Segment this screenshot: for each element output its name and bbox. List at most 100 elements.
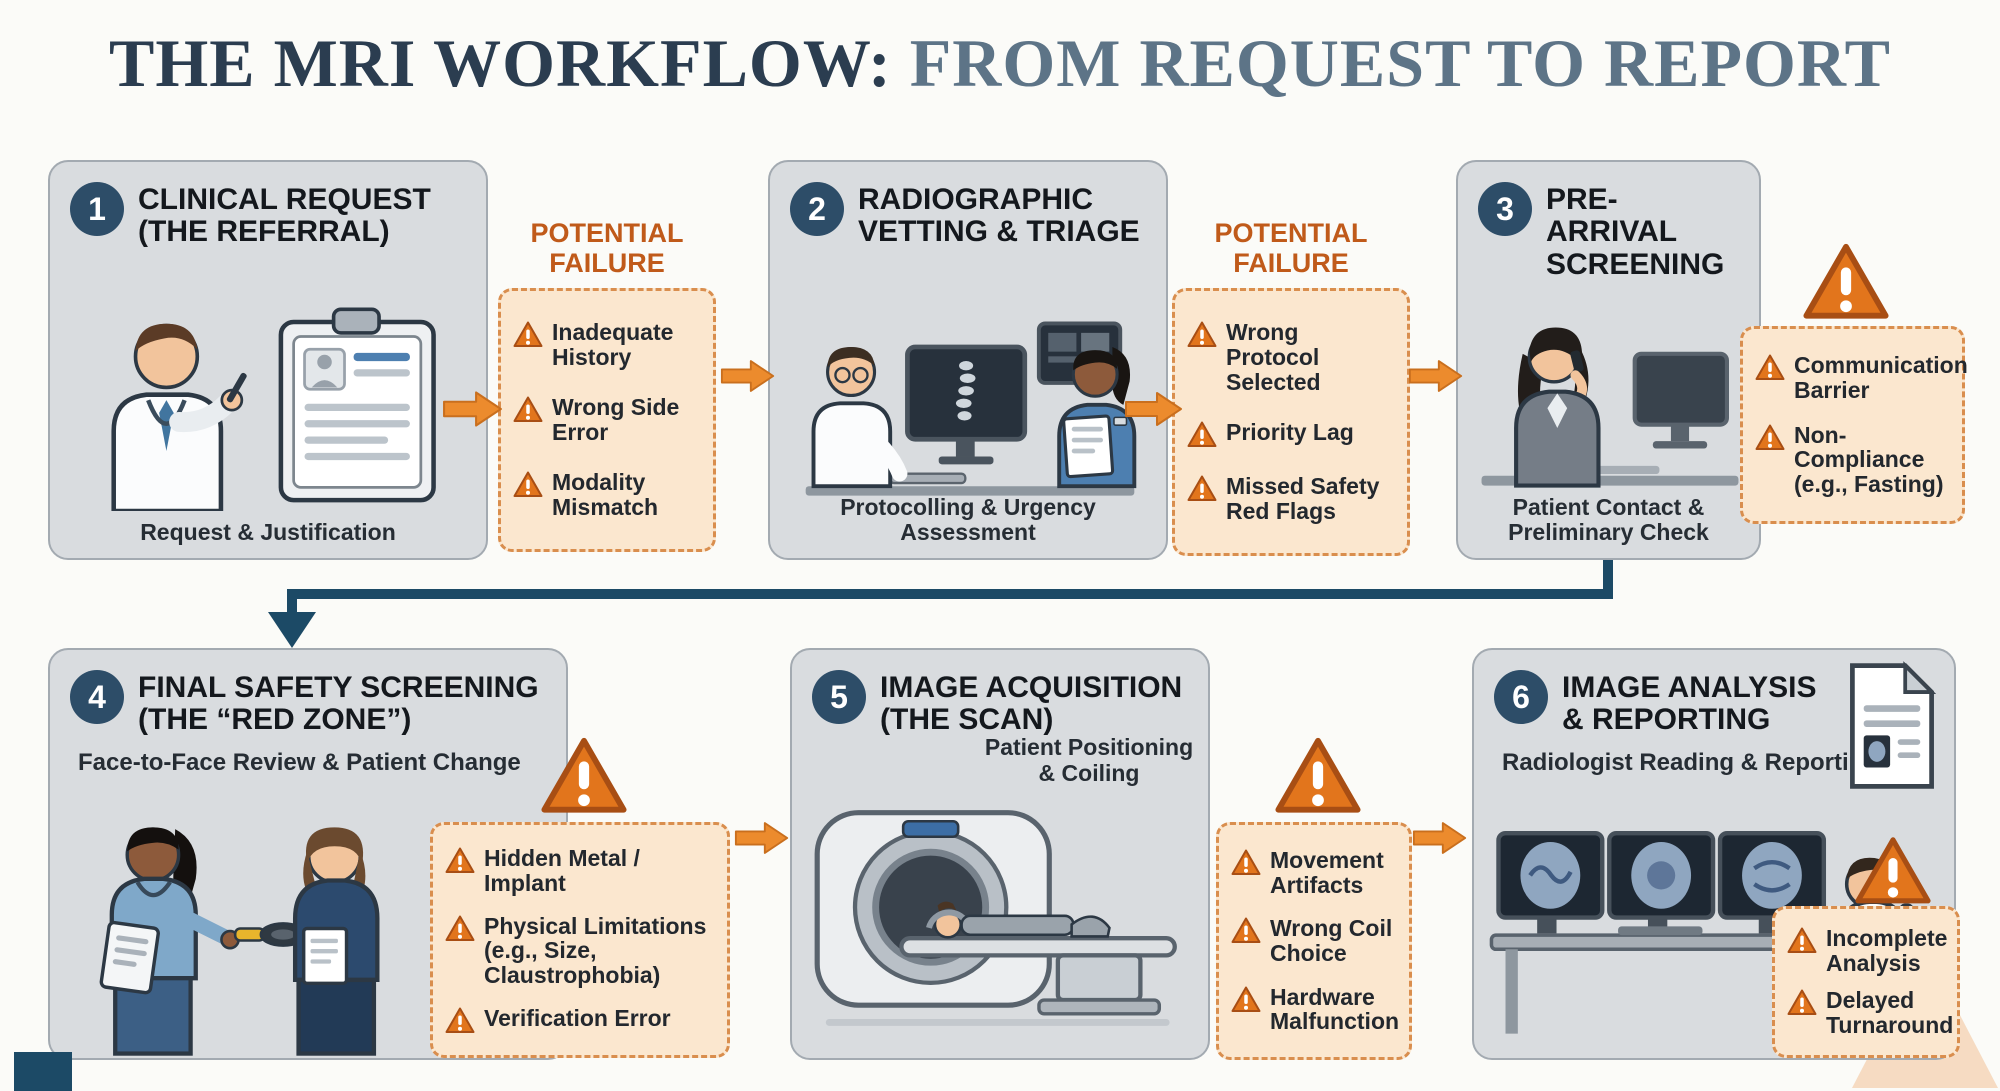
failure-item-label: Wrong Side Error <box>552 394 680 445</box>
failure-item-label: Modality Mismatch <box>552 469 659 520</box>
failure-item: Wrong Side Error <box>513 395 701 445</box>
safety-screening-illustration <box>99 827 380 1056</box>
warning-icon <box>1187 421 1217 448</box>
failure-item-label: Missed Safety Red Flags <box>1226 472 1380 524</box>
failure-item: Movement Artifacts <box>1231 847 1397 898</box>
failure-item: Priority Lag <box>1187 420 1395 448</box>
stage-3-card: 3 PRE-ARRIVAL SCREENING Patient Contact … <box>1456 160 1761 560</box>
stage-6-header: 6 IMAGE ANALYSIS & REPORTING <box>1474 650 1954 737</box>
page-title: THE MRI WORKFLOW:FROM REQUEST TO REPORT <box>0 24 2000 103</box>
failure-item-label: Verification Error <box>484 1004 671 1031</box>
stage-5-title-line2: (THE SCAN) <box>880 703 1054 737</box>
page-title-part2: FROM REQUEST TO REPORT <box>909 25 1891 101</box>
stage-5-number-badge: 5 <box>812 670 866 724</box>
warning-icon <box>1755 354 1785 380</box>
warning-icon <box>513 396 543 423</box>
failure-item: Delayed Turnaround <box>1787 988 1953 1038</box>
failure-item: Inadequate History <box>513 320 701 370</box>
flow-arrow-icon <box>1412 822 1467 854</box>
stage-3-caption: Patient Contact & Preliminary Check <box>1508 493 1709 546</box>
warning-icon <box>1755 424 1785 450</box>
warning-icon <box>445 1007 475 1033</box>
stage-6-caption: Radiologist Reading & Reporting <box>1502 748 1878 776</box>
failure-box-2: Wrong Protocol Selected Priority Lag Mis… <box>1172 288 1410 556</box>
warning-icon <box>1787 927 1817 953</box>
stage-2-title: RADIOGRAPHIC VETTING & TRIAGE <box>858 182 1140 249</box>
stage-1-title-line2: (THE REFERRAL) <box>138 215 390 249</box>
stage-4-title: FINAL SAFETY SCREENING (THE “RED ZONE”) <box>138 670 539 737</box>
failure-item: Hardware Malfunction <box>1231 983 1400 1035</box>
stage-6-number-badge: 6 <box>1494 670 1548 724</box>
stage-2-caption: Protocolling & Urgency Assessment <box>840 493 1096 546</box>
failure-item-label: Wrong Coil Choice <box>1270 915 1393 966</box>
warning-icon <box>1231 849 1261 875</box>
warning-icon <box>1231 986 1261 1012</box>
report-document-icon <box>1850 661 1937 789</box>
stage-2-title-line2: VETTING & TRIAGE <box>858 215 1140 249</box>
corner-mark <box>14 1052 72 1091</box>
stage-3-title-line1: PRE-ARRIVAL <box>1546 183 1678 249</box>
failure-box-5: Movement Artifacts Wrong Coil Choice Har… <box>1216 822 1412 1060</box>
warning-icon <box>1854 836 1932 906</box>
failure-item: Incomplete Analysis <box>1787 924 1948 976</box>
stage-1-card: 1 CLINICAL REQUEST (THE REFERRAL) <box>48 160 488 560</box>
stage-5-title: IMAGE ACQUISITION (THE SCAN) <box>880 670 1182 737</box>
warning-icon <box>445 915 475 941</box>
warning-icon <box>540 736 628 816</box>
warning-icon <box>1231 917 1261 944</box>
stage-4-caption: Face-to-Face Review & Patient Change <box>78 748 521 776</box>
stage-6-title: IMAGE ANALYSIS & REPORTING <box>1562 670 1817 737</box>
page-title-part1: THE MRI WORKFLOW: <box>109 25 892 101</box>
stage-1-title: CLINICAL REQUEST (THE REFERRAL) <box>138 182 431 249</box>
stage-1-header: 1 CLINICAL REQUEST (THE REFERRAL) <box>50 162 486 249</box>
failure-item: Physical Limitations (e.g., Size, Claust… <box>445 912 715 989</box>
failure-item-label: Physical Limitations (e.g., Size, Claust… <box>484 912 707 989</box>
stage-2-card: 2 RADIOGRAPHIC VETTING & TRIAGE <box>768 160 1168 560</box>
warning-icon <box>1187 475 1217 501</box>
stage-2-title-line1: RADIOGRAPHIC <box>858 183 1094 216</box>
stage-4-title-line2: (THE “RED ZONE”) <box>138 703 412 737</box>
failure-item-label: Wrong Protocol Selected <box>1226 319 1321 396</box>
failure-item: Verification Error <box>445 1004 715 1034</box>
mri-scanner-illustration <box>814 810 1177 1026</box>
failure-item: Non-Compliance (e.g., Fasting) <box>1755 422 1950 497</box>
stage-6-title-line1: IMAGE ANALYSIS <box>1562 671 1817 704</box>
warning-icon <box>1787 989 1817 1016</box>
failure-item: Hidden Metal / Implant <box>445 846 715 896</box>
stage-4-number-badge: 4 <box>70 670 124 724</box>
stage-3-number-badge: 3 <box>1478 182 1532 236</box>
stage-1-caption: Request & Justification <box>140 519 396 546</box>
stage-5-title-line1: IMAGE ACQUISITION <box>880 671 1183 704</box>
warning-icon <box>1187 321 1217 348</box>
failure-item-label: Inadequate History <box>552 319 674 371</box>
warning-icon <box>1802 242 1890 322</box>
stage-4-header: 4 FINAL SAFETY SCREENING (THE “RED ZONE”… <box>50 650 566 737</box>
stage-3-title: PRE-ARRIVAL SCREENING <box>1546 182 1745 281</box>
failure-item: Communication Barrier <box>1755 353 1968 403</box>
failure-item-label: Incomplete Analysis <box>1826 924 1948 976</box>
potential-failure-label-2: POTENTIAL FAILURE <box>1214 218 1368 279</box>
failure-item-label: Priority Lag <box>1226 419 1354 446</box>
stage-5-caption: Patient Positioning & Coiling <box>984 734 1194 787</box>
flow-arrow-icon <box>1408 360 1463 392</box>
flow-arrow-icon <box>443 391 502 427</box>
failure-item-label: Hidden Metal / Implant <box>484 845 640 897</box>
pre-arrival-call-illustration <box>1481 327 1739 488</box>
stage-3-title-line2: SCREENING <box>1546 247 1725 281</box>
stage-5-header: 5 IMAGE ACQUISITION (THE SCAN) <box>792 650 1208 737</box>
flow-arrow-icon <box>720 360 775 392</box>
warning-icon <box>513 321 543 348</box>
stage-3-header: 3 PRE-ARRIVAL SCREENING <box>1458 162 1759 281</box>
failure-box-1: Inadequate History Wrong Side Error Moda… <box>498 288 716 552</box>
failure-item-label: Delayed Turnaround <box>1826 987 1954 1039</box>
failure-item-label: Hardware Malfunction <box>1270 983 1400 1035</box>
stage-2-number-badge: 2 <box>790 182 844 236</box>
stage-6-title-line2: & REPORTING <box>1562 703 1771 737</box>
stage-1-title-line1: CLINICAL REQUEST <box>138 183 431 216</box>
failure-box-3: Communication Barrier Non-Compliance (e.… <box>1740 326 1968 524</box>
warning-icon <box>1274 736 1362 816</box>
flow-arrow-icon <box>1125 392 1182 426</box>
failure-item: Modality Mismatch <box>513 470 701 520</box>
